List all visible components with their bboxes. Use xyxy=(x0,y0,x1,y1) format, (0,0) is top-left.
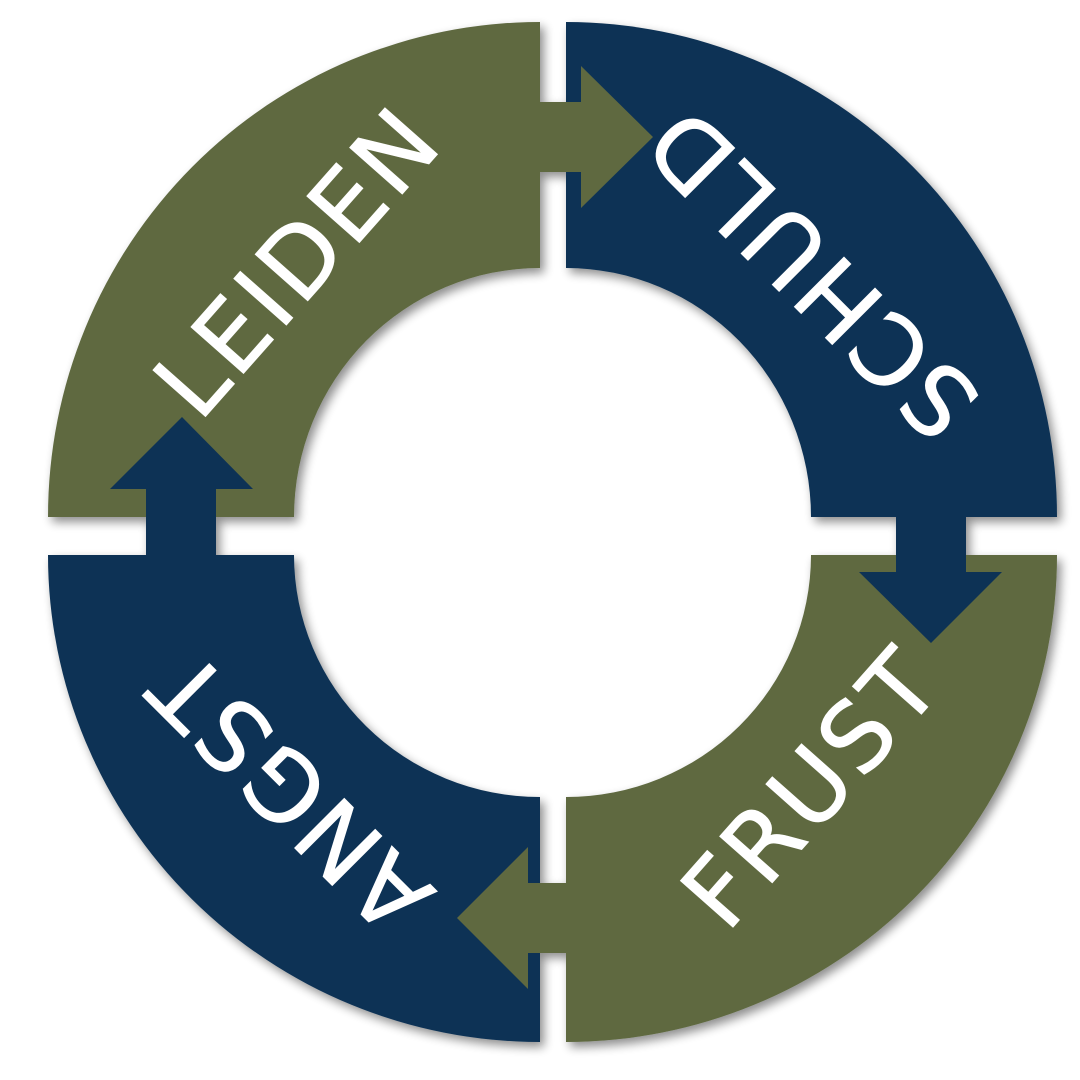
segment-schuld xyxy=(566,22,1057,517)
arrow-leiden-to-schuld xyxy=(530,66,653,208)
segment-frust xyxy=(566,555,1057,1042)
segment-angst xyxy=(48,555,540,1042)
segment-leiden xyxy=(48,22,540,517)
arrow-angst-to-leiden xyxy=(110,417,253,565)
arrow-frust-to-angst xyxy=(457,847,576,989)
arrow-schuld-to-frust xyxy=(859,505,1002,643)
